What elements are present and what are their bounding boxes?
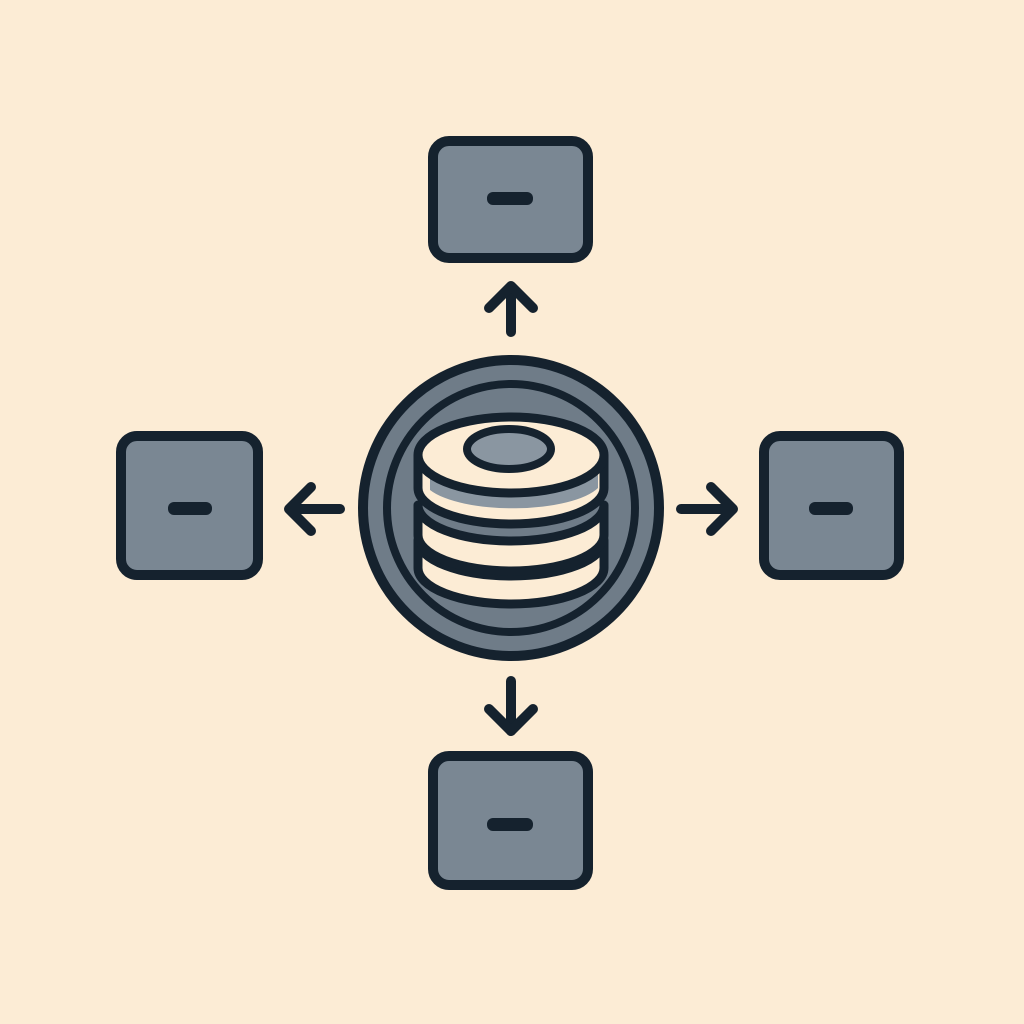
- node-right: [759, 431, 904, 580]
- minus-icon: [809, 502, 853, 515]
- minus-icon: [487, 818, 533, 831]
- node-top: [428, 136, 593, 263]
- disk-middle: [413, 500, 609, 576]
- arrow-left-icon: [284, 482, 345, 536]
- database-hub: [358, 355, 664, 661]
- arrow-right-icon: [676, 482, 738, 536]
- disk-top-hole: [463, 425, 555, 473]
- disk-top-shade: [430, 470, 598, 509]
- node-left: [116, 431, 263, 580]
- minus-icon: [487, 192, 533, 205]
- arrow-down-icon: [484, 676, 538, 736]
- node-bottom: [428, 751, 593, 890]
- database-stack-icon: [413, 412, 609, 609]
- arrow-up-icon: [484, 281, 538, 337]
- disk-bottom: [413, 535, 609, 609]
- minus-icon: [168, 502, 212, 515]
